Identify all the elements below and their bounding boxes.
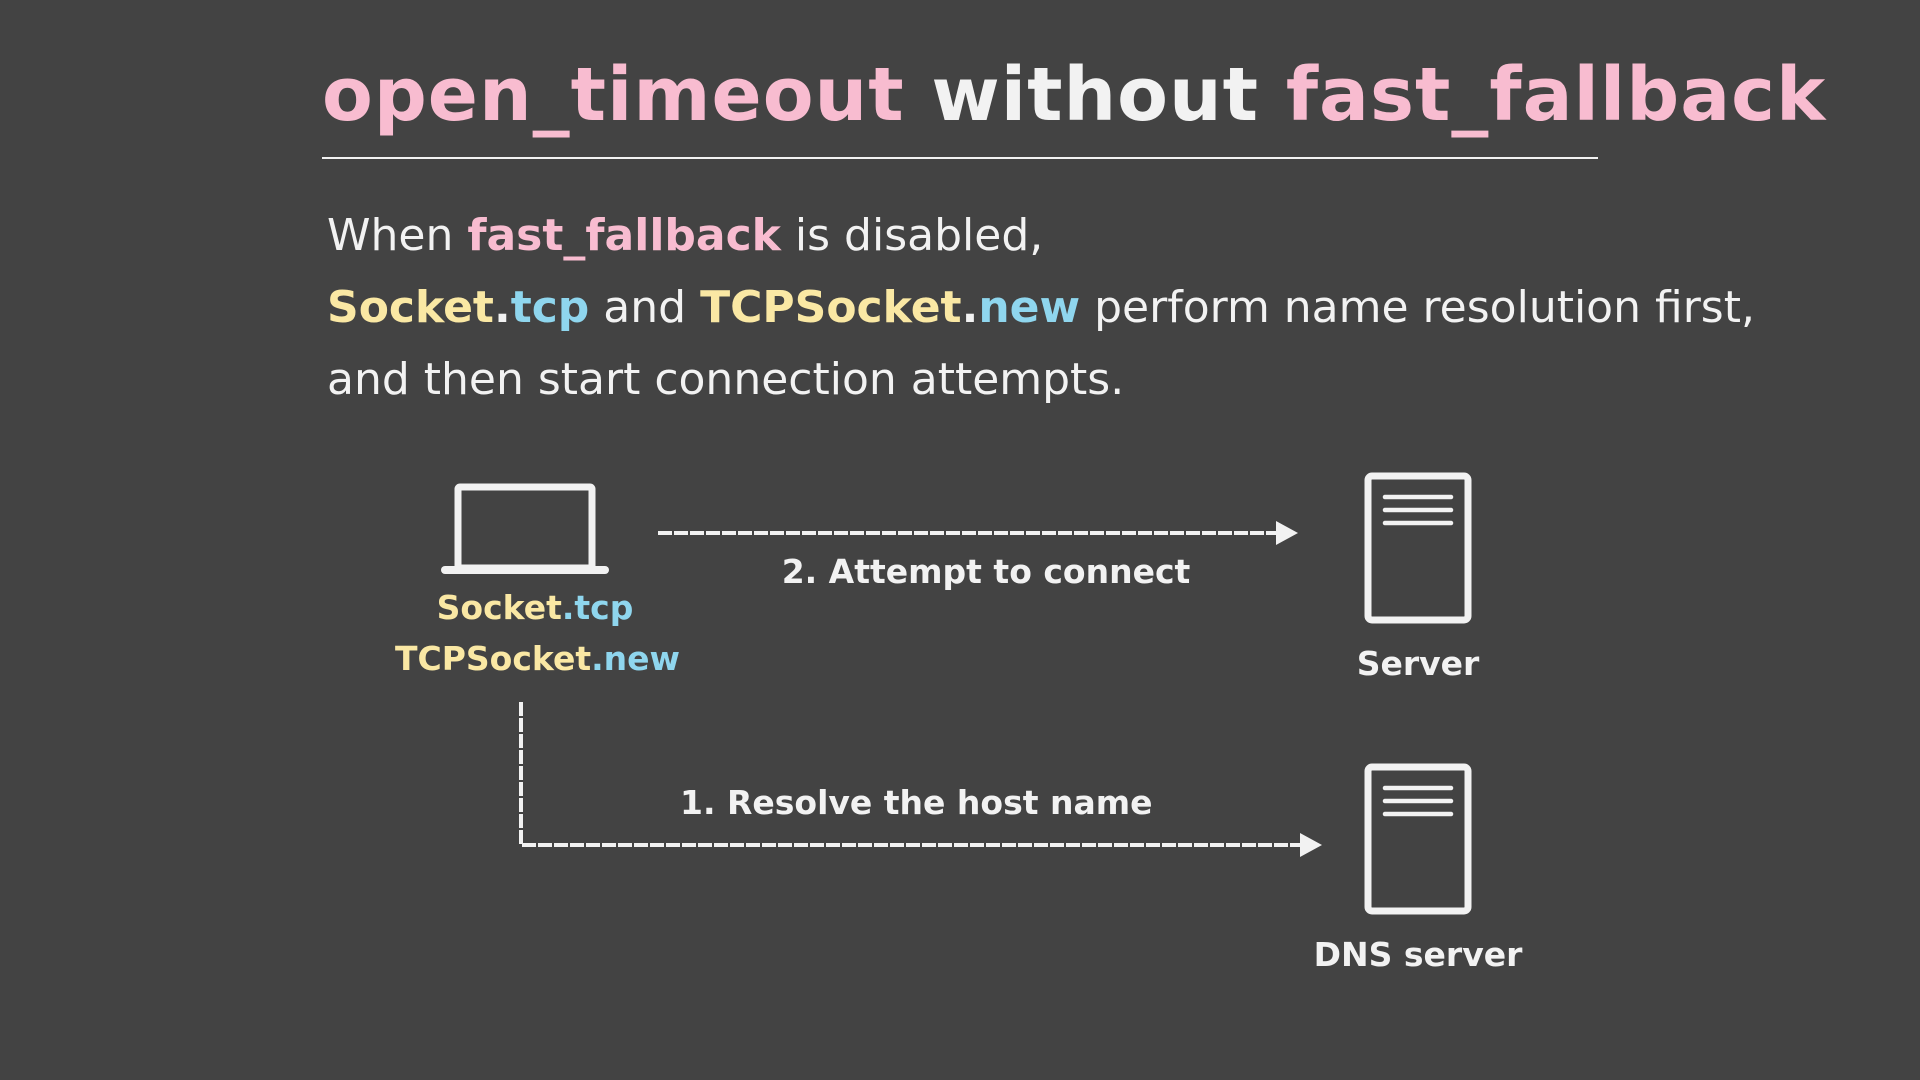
desc-tcp: tcp bbox=[510, 282, 590, 333]
description: When fast_fallback is disabled, Socket.t… bbox=[327, 200, 1755, 416]
client-label-socket-tcp: Socket.tcp bbox=[430, 588, 640, 627]
desc-text: When bbox=[327, 210, 468, 261]
client-socket: Socket bbox=[436, 588, 562, 627]
desc-dot: . bbox=[493, 282, 511, 333]
desc-dot: . bbox=[961, 282, 979, 333]
title-fast-fallback: fast_fallback bbox=[1285, 52, 1827, 138]
resolve-arrow bbox=[519, 702, 1322, 857]
connect-arrow bbox=[658, 521, 1298, 545]
client-tcp: .tcp bbox=[561, 588, 634, 627]
desc-tcpsocket: TCPSocket bbox=[700, 282, 962, 333]
title-open-timeout: open_timeout bbox=[322, 52, 905, 138]
title-underline bbox=[322, 157, 1598, 159]
desc-text: and bbox=[589, 282, 701, 333]
desc-socket: Socket bbox=[327, 282, 494, 333]
description-line-1: When fast_fallback is disabled, bbox=[327, 200, 1755, 272]
client-label-tcpsocket-new: TCPSocket.new bbox=[395, 639, 680, 678]
desc-text: is disabled, bbox=[780, 210, 1044, 261]
laptop-icon bbox=[441, 483, 609, 574]
desc-fast-fallback: fast_fallback bbox=[467, 210, 781, 261]
desc-text: perform name resolution first, bbox=[1080, 282, 1755, 333]
desc-new: new bbox=[978, 282, 1081, 333]
connect-arrow-label: 2. Attempt to connect bbox=[781, 552, 1191, 591]
client-tcpsocket: TCPSocket bbox=[395, 639, 592, 678]
title-without: without bbox=[904, 52, 1286, 138]
description-line-3: and then start connection attempts. bbox=[327, 354, 1125, 405]
client-new: .new bbox=[591, 639, 681, 678]
server-label: Server bbox=[1356, 644, 1480, 683]
dns-server-icon bbox=[1364, 763, 1472, 915]
dns-server-label: DNS server bbox=[1313, 935, 1523, 974]
slide-title: open_timeout without fast_fallback bbox=[322, 52, 1825, 138]
description-line-2: Socket.tcp and TCPSocket.new perform nam… bbox=[327, 272, 1755, 344]
resolve-arrow-label: 1. Resolve the host name bbox=[680, 783, 1153, 822]
server-icon bbox=[1364, 472, 1472, 624]
